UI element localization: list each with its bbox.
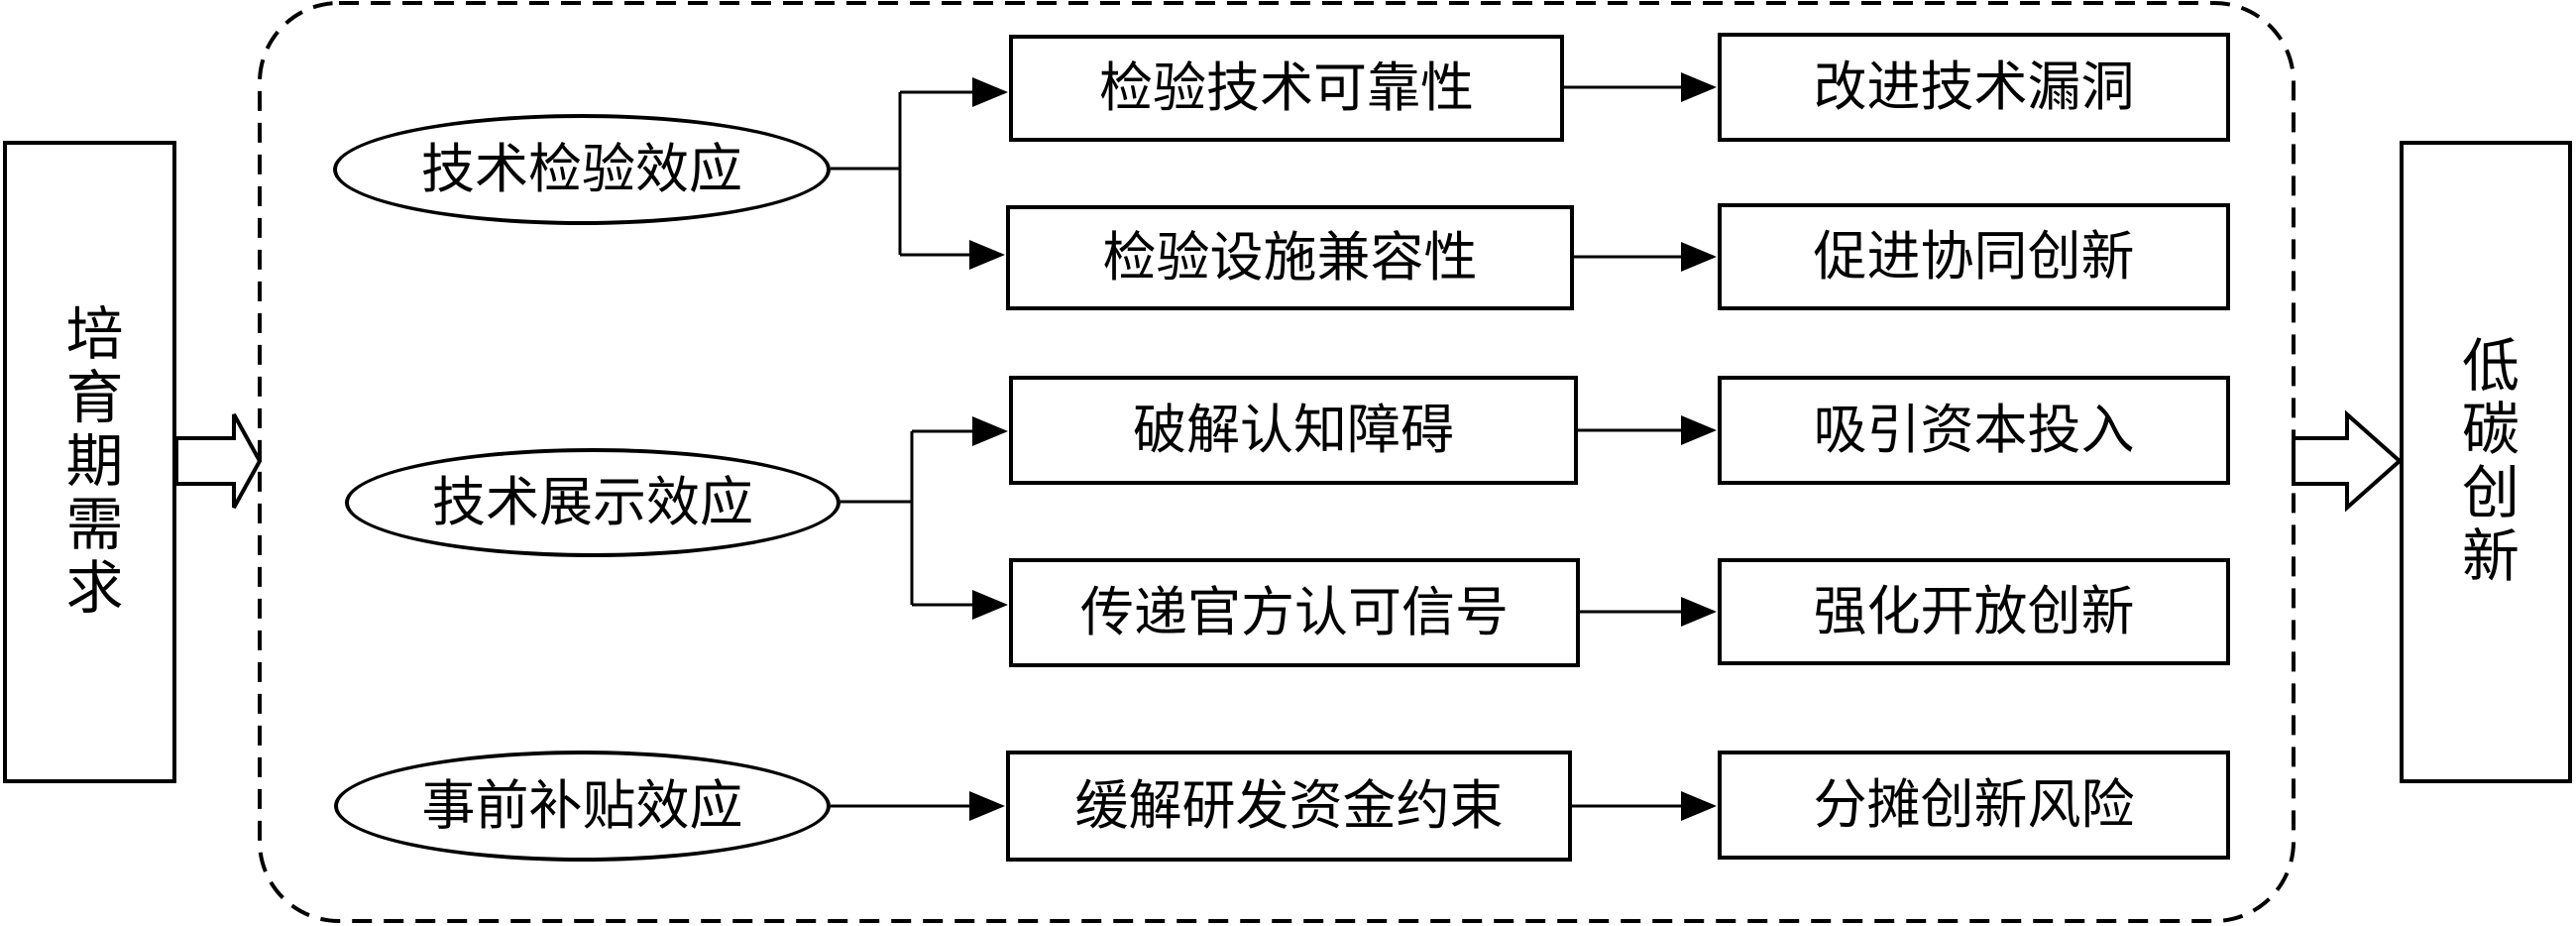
outcome-box: 改进技术漏洞 bbox=[1718, 33, 2230, 142]
right-box: 低碳创新 bbox=[2400, 141, 2572, 783]
mechanism-box: 检验设施兼容性 bbox=[1006, 205, 1574, 310]
mechanism-box: 检验技术可靠性 bbox=[1009, 35, 1564, 142]
mechanism-box: 缓解研发资金约束 bbox=[1006, 751, 1572, 862]
outcome-box: 分摊创新风险 bbox=[1718, 751, 2230, 860]
outcome-box: 促进协同创新 bbox=[1718, 203, 2230, 310]
hollow-arrow-right bbox=[2292, 409, 2404, 513]
connector-effect-1-branch bbox=[831, 92, 902, 255]
hollow-arrow-left bbox=[174, 413, 263, 509]
effect-ex-ante-subsidy: 事前补贴效应 bbox=[334, 751, 831, 862]
outcome-box: 强化开放创新 bbox=[1718, 558, 2230, 665]
mechanism-box: 传递官方认可信号 bbox=[1009, 558, 1580, 667]
outcome-box: 吸引资本投入 bbox=[1718, 376, 2230, 485]
mechanism-box: 破解认知障碍 bbox=[1009, 376, 1578, 485]
left-box: 培育期需求 bbox=[3, 141, 176, 783]
connector-effect-2-branch bbox=[840, 431, 914, 605]
effect-technical-testing: 技术检验效应 bbox=[333, 114, 831, 225]
effect-technical-demonstration: 技术展示效应 bbox=[345, 448, 840, 557]
